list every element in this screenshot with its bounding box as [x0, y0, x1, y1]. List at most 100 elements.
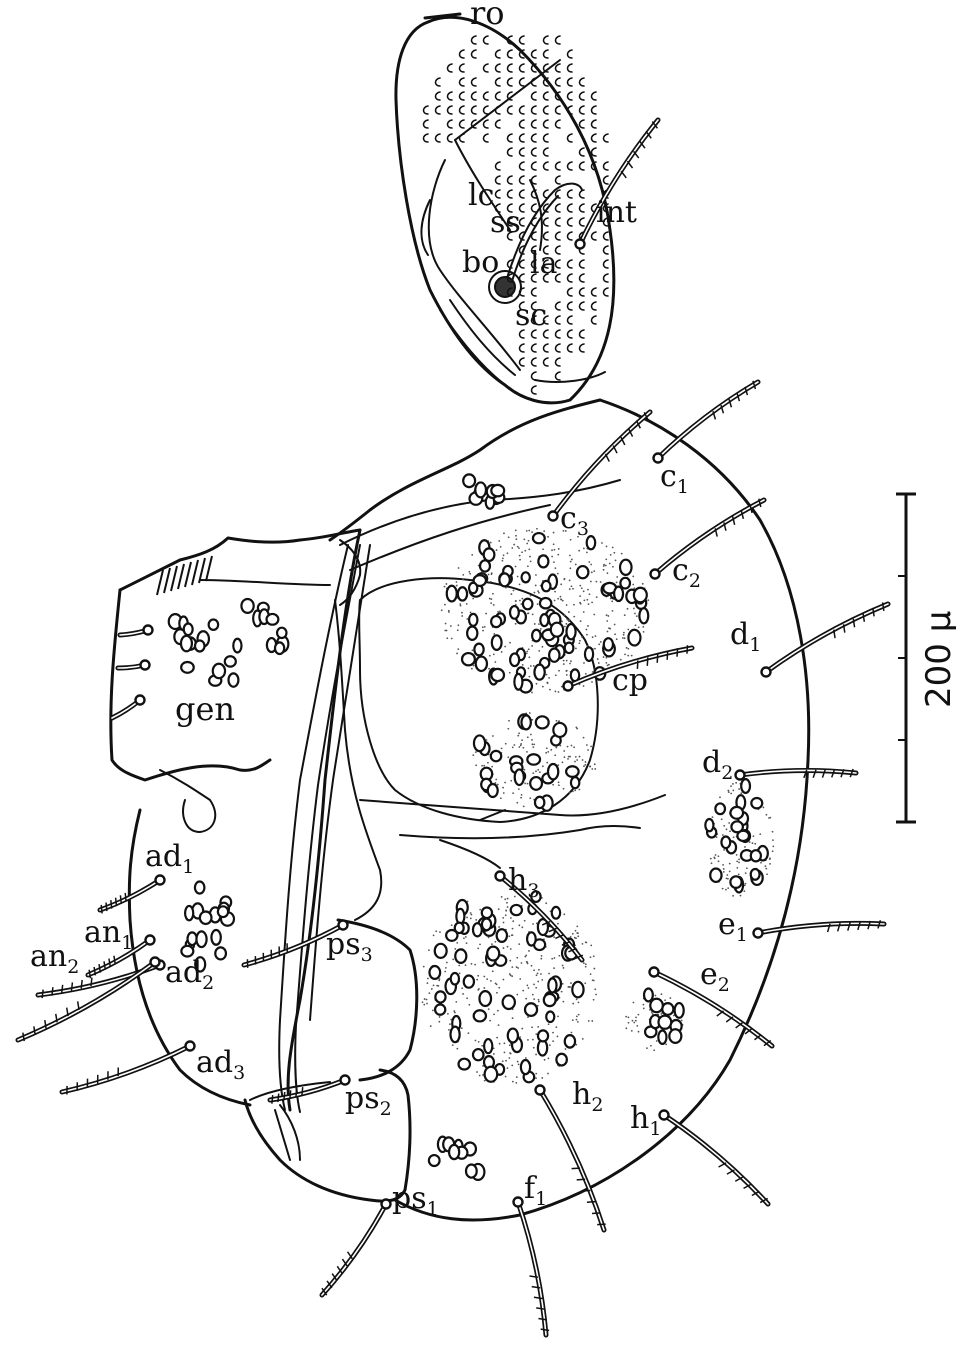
stipple-dot	[502, 787, 504, 789]
stipple-dot	[632, 584, 634, 586]
stipple-dot	[564, 614, 566, 616]
tubercle	[482, 918, 491, 930]
stipple-dot	[435, 930, 437, 932]
stipple-dot	[726, 874, 728, 876]
stipple-dot	[625, 1027, 627, 1029]
stipple-dot	[745, 872, 747, 874]
stipple-dot	[727, 790, 729, 792]
texture-scallop	[568, 232, 573, 240]
stipple-dot	[477, 947, 479, 949]
stipple-dot	[738, 874, 740, 876]
tubercle-cluster	[169, 599, 289, 687]
tubercle	[715, 803, 725, 814]
tubercle	[181, 662, 194, 673]
texture-scallop	[556, 162, 561, 170]
stipple-dot	[438, 1021, 440, 1023]
stipple-dot	[752, 842, 754, 844]
stipple-dot	[573, 604, 575, 606]
stipple-dot	[505, 743, 507, 745]
tubercle	[658, 1016, 671, 1029]
stipple-dot	[505, 910, 507, 912]
stipple-dot	[483, 765, 485, 767]
stipple-dot	[585, 966, 587, 968]
tubercle	[538, 555, 548, 567]
stipple-dot	[553, 532, 555, 534]
stipple-dot	[525, 998, 527, 1000]
stipple-dot	[572, 1003, 574, 1005]
seta-barb	[272, 1095, 273, 1104]
stipple-dot	[524, 783, 526, 785]
stipple-dot	[713, 856, 715, 858]
stipple-dot	[586, 634, 588, 636]
stipple-dot	[563, 750, 565, 752]
tubercle	[497, 929, 507, 942]
label-c2: c2	[672, 553, 701, 592]
stipple-dot	[501, 651, 503, 653]
stipple-dot	[746, 867, 748, 869]
tubercle	[455, 923, 464, 933]
tubercle	[267, 614, 279, 625]
tubercle	[474, 735, 485, 751]
stipple-dot	[584, 764, 586, 766]
stipple-dot	[540, 958, 542, 960]
stipple-dot	[526, 543, 528, 545]
texture-scallop	[580, 288, 585, 296]
stipple-dot	[492, 735, 494, 737]
stipple-dot	[488, 668, 490, 670]
stipple-dot	[583, 662, 585, 664]
stipple-dot	[498, 540, 500, 542]
stipple-dot	[511, 1064, 513, 1066]
stipple-dot	[532, 746, 534, 748]
stipple-dot	[633, 1022, 635, 1024]
stipple-dot	[572, 588, 574, 590]
stipple-dot	[484, 626, 486, 628]
stipple-dot	[553, 561, 555, 563]
texture-scallop	[580, 302, 585, 310]
stipple-dot	[566, 619, 568, 621]
stipple-dot	[635, 624, 637, 626]
stipple-dot	[745, 883, 747, 885]
stipple-dot	[623, 634, 625, 636]
stipple-dot	[589, 766, 591, 768]
stipple-dot	[646, 1047, 648, 1049]
stipple-dot	[466, 603, 468, 605]
stipple-dot	[510, 1053, 512, 1055]
tubercle	[499, 573, 509, 586]
stipple-dot	[502, 979, 504, 981]
tubercle	[565, 1035, 575, 1047]
seta-h1	[660, 1111, 769, 1205]
stipple-dot	[626, 647, 628, 649]
stipple-dot	[723, 825, 725, 827]
stipple-dot	[743, 890, 745, 892]
stipple-dot	[536, 683, 538, 685]
stipple-dot	[524, 550, 526, 552]
texture-scallop	[556, 358, 561, 366]
stipple-dot	[605, 558, 607, 560]
stipple-dot	[439, 931, 441, 933]
stipple-dot	[665, 1043, 667, 1045]
stipple-dot	[445, 623, 447, 625]
stipple-dot	[535, 1033, 537, 1035]
stipple-dot	[468, 1032, 470, 1034]
stipple-dot	[575, 647, 577, 649]
texture-scallop	[592, 92, 597, 100]
stipple-dot	[571, 745, 573, 747]
stipple-dot	[583, 765, 585, 767]
stipple-dot	[635, 1016, 637, 1018]
stipple-dot	[475, 919, 477, 921]
tubercle	[450, 1027, 459, 1043]
stipple-dot	[722, 888, 724, 890]
stipple-dot	[451, 924, 453, 926]
texture-scallop	[532, 204, 537, 212]
stipple-dot	[583, 685, 585, 687]
label-ss: ss	[490, 205, 521, 240]
texture-scallop	[556, 344, 561, 352]
stipple-dot	[479, 1075, 481, 1077]
stipple-dot	[527, 1039, 529, 1041]
texture-scallop	[592, 302, 597, 310]
stipple-dot	[569, 792, 571, 794]
stipple-dot	[607, 615, 609, 617]
stipple-dot	[548, 677, 550, 679]
stipple-dot	[647, 599, 649, 601]
stipple-dot	[535, 1077, 537, 1079]
